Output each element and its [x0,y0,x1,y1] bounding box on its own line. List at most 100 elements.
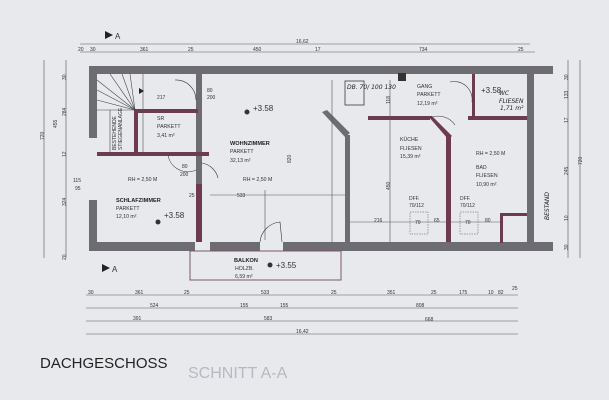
room-floor: PARKETT [116,206,140,212]
room-height: RH = 2,50 M [476,151,505,157]
dim-text: 30 [564,244,570,250]
dim-text: 82 [498,290,504,296]
dim-text: 118 [386,96,392,104]
handwritten-wc: WC [499,90,510,97]
dim-text: 65 [434,218,440,224]
room-area: 12,10 m² [116,214,137,220]
dim-text: 30 [90,47,96,53]
room-name: KÜCHE [400,136,419,143]
section-arrow-icon [102,264,110,272]
dimensions-left: 720 455 284 12 115 95 324 30 20 [40,60,81,260]
dimensions-top: 16,62 20 30 361 25 450 17 734 25 [78,39,535,53]
dim-text: 16,62 [296,39,309,45]
room-height: RH = 2,50 M [128,177,157,183]
room-floor: PARKETT [417,92,441,98]
dim-text: 95 [75,186,81,192]
dim-text: 30 [62,74,68,80]
dim-text: 25 [331,290,337,296]
room-gang: GANG PARKETT 12,19 m² [417,84,441,107]
dim-text: 533 [261,290,270,296]
section-marker-bottom: A [102,264,118,274]
dim-text: 668 [425,317,434,323]
level-icon [267,262,273,268]
walls [89,66,553,251]
room-area: 6,59 m² [235,274,253,280]
dim-text: 455 [53,119,59,128]
dim-text: 10 [564,215,570,221]
room-area: 32,13 m² [230,158,251,164]
dim-text: 155 [280,303,289,309]
dim-text: 80 [207,88,213,94]
room-wohnzimmer: WOHNZIMMER PARKETT 32,13 m² RH = 2,50 M [230,141,272,183]
room-name: SR [157,116,164,122]
dimensions-bottom: 30 361 25 533 25 351 25 175 10 82 25 524… [86,286,518,335]
room-floor: PARKETT [157,124,181,130]
dim-text: 25 [184,290,190,296]
dim-text: 115 [73,178,81,184]
room-balkon: BALKON HOLZB. 6,59 m² [234,258,258,280]
dim-text: 16,42 [296,329,309,335]
dim-text: 324 [62,197,68,206]
handwritten-wc-floor: FLIESEN [499,98,524,105]
level-text: +3.58 [164,211,185,220]
room-name: BALKON [234,258,258,264]
roof-window: DFF. 70/112 70 [409,196,429,235]
dim-text: 216 [374,218,383,224]
dim-text: 720 [40,131,46,140]
dim-text: 17 [564,117,570,123]
level-icon [155,219,161,225]
window-size: 70/112 [460,203,475,209]
section-arrow-icon [105,31,113,39]
room-floor: FLIESEN [476,173,498,179]
room-name: GANG [417,84,432,90]
dim-text: 351 [387,290,396,296]
dim-text: 200 [180,172,189,178]
section-label: A [112,265,118,274]
room-name: BAD [476,165,487,171]
stairs-label: BESTEHENDE [112,115,118,150]
room-schlafzimmer: SCHLAFZIMMER PARKETT 12,10 m² RH = 2,50 … [116,177,161,220]
handwritten-wc-area: 1,71 m² [500,105,524,112]
dim-text: 820 [287,154,293,163]
stair-arrow-icon [139,88,144,94]
room-name: SCHLAFZIMMER [116,198,161,204]
dim-text: 533 [237,193,246,199]
page-title: DACHGESCHOSS [40,355,168,372]
dim-text: 17 [315,47,321,53]
balcony [189,250,342,281]
window-width: 70 [415,220,421,226]
dim-text: 25 [512,286,518,292]
dim-text: 20 [78,47,84,53]
level-icon [244,109,250,115]
room-floor: PARKETT [230,149,254,155]
room-area: 15,39 m² [400,154,421,160]
dim-text: 284 [62,107,68,116]
dimensions-inner: 533 25 820 80 200 80 200 217 216 65 80 4… [157,88,491,224]
level-text: +3.55 [276,261,297,270]
dim-text: 808 [416,303,425,309]
room-area: 12,19 m² [417,101,438,107]
dim-text: 25 [188,47,194,53]
doors [167,79,473,243]
dim-text: 361 [140,47,149,53]
dim-text: 583 [264,316,273,322]
room-kueche: KÜCHE FLIESEN 15,39 m² [400,136,422,160]
room-floor: FLIESEN [400,146,422,152]
room-floor: HOLZB. [235,266,254,272]
dim-text: 80 [485,218,491,224]
handwritten-bestand: BESTAND [544,192,551,220]
roof-window: DFF. 70/112 70 [459,196,479,235]
dim-text: 361 [135,290,144,296]
level-text: +3.58 [253,104,274,113]
dim-text: 245 [564,166,570,175]
room-name: WOHNZIMMER [230,141,270,147]
dim-text: 450 [253,47,262,53]
dim-text: 25 [518,47,524,53]
room-bad: BAD FLIESEN 10,90 m² RH = 2,50 M [476,151,505,188]
dim-text: 25 [431,290,437,296]
dim-text: 200 [207,95,216,101]
dim-text: 450 [386,181,392,190]
stairs [96,73,144,152]
room-area: 3,41 m² [157,133,175,139]
dim-text: 391 [133,316,142,322]
